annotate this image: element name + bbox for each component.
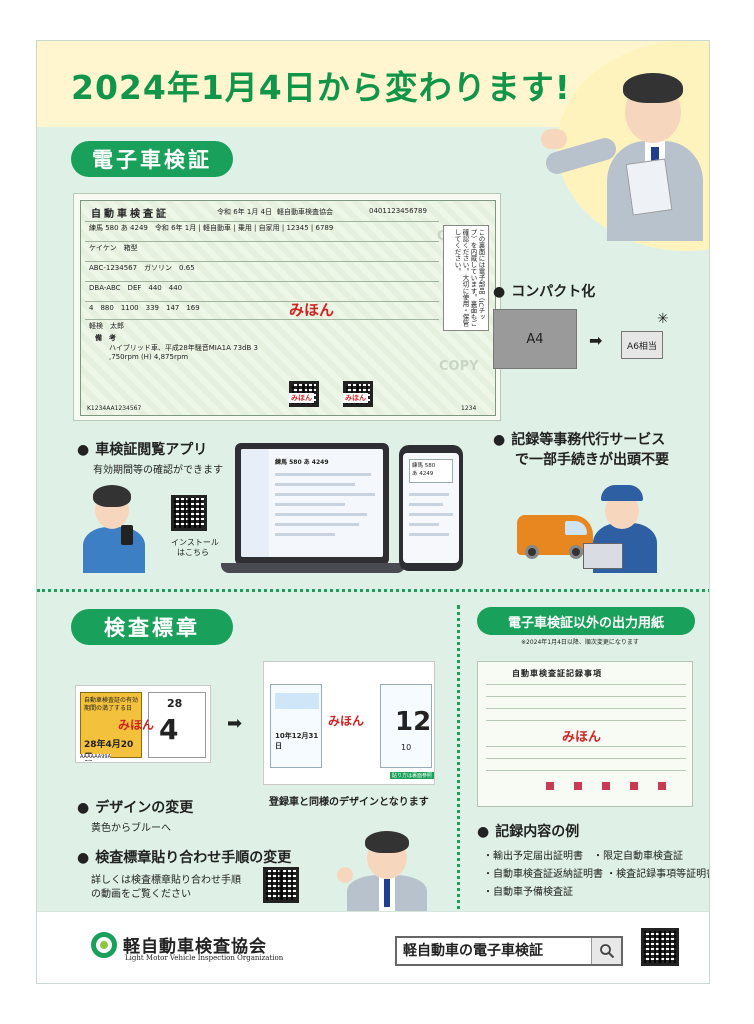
certificate-row: 軽検 太郎 xyxy=(85,319,439,332)
phone-illustration: 練馬 580 あ 4249 xyxy=(399,445,463,571)
certificate-row: DBA-ABC DEF 440 440 xyxy=(85,281,439,294)
a4-size-box: A4 xyxy=(493,309,577,369)
app-qr-code[interactable] xyxy=(171,495,207,531)
service-label: 記録等事務代行サービス xyxy=(493,429,665,449)
example-item: ・自動車検査証返納証明書 ・検査記録事項等証明書 xyxy=(483,869,710,880)
poster: 2024年1月4日から変わります! 電子車検証 自動車検査証 令和 6年 1月 … xyxy=(36,40,710,984)
install-label: はこちら xyxy=(177,548,209,557)
design-change-label: デザインの変更 xyxy=(77,797,193,817)
qr-sample-stamp: みほん xyxy=(289,393,314,403)
example-item: ・自動車予備検査証 xyxy=(483,887,573,898)
a6-size-box: A6相当 xyxy=(621,331,663,359)
sample-stamp: みほん xyxy=(562,730,602,745)
organization-name: 軽自動車検査協会 xyxy=(123,937,267,957)
footer: 軽自動車検査協会 Light Motor Vehicle Inspection … xyxy=(37,911,709,983)
procedure-sub: の動画をご覧ください xyxy=(91,889,191,900)
phone-screen: 練馬 580 あ 4249 xyxy=(403,453,459,563)
section-title-electronic-certificate: 電子車検証 xyxy=(71,141,233,177)
certificate-row: ABC-1234567 ガソリン 0.65 xyxy=(85,261,439,274)
notes-heading: 備 考 xyxy=(95,334,116,342)
van-illustration xyxy=(517,515,593,559)
certificate-row: 練馬 580 あ 4249 令和 6年 1月 | 軽自動車 | 乗用 | 自家用… xyxy=(85,221,439,234)
install-label: インストール xyxy=(171,538,219,547)
woman-illustration xyxy=(77,481,147,573)
certificate-back-note: この裏面には電子部品（ICチップ）を内蔵しています。裏面もご確認ください。大切に… xyxy=(443,225,489,331)
new-sticker-image: 10年12月31日 みほん 12 10 貼り方は裏面参照 xyxy=(263,661,435,785)
design-change-sub: 黄色からブルーへ xyxy=(91,823,171,834)
search-text[interactable]: 軽自動車の電子車検証 xyxy=(403,943,543,959)
new-sticker-number-card: 12 10 xyxy=(380,684,432,768)
organization-logo-icon xyxy=(91,932,117,958)
certificate-number: 0401123456789 xyxy=(369,207,427,215)
search-box[interactable]: 軽自動車の電子車検証 xyxy=(395,936,623,966)
organization-english-name: Light Motor Vehicle Inspection Organizat… xyxy=(125,954,284,962)
search-button[interactable] xyxy=(591,938,621,964)
compact-label: コンパクト化 xyxy=(493,281,595,301)
certificate-row: ケイケン 箱型 xyxy=(85,241,439,254)
certificate-row: 4 880 1100 339 147 169 xyxy=(85,301,439,314)
certificate-foot-number: 1234 xyxy=(461,405,477,412)
section-divider xyxy=(37,589,709,592)
app-sidebar xyxy=(241,449,269,557)
record-document-sample: 自動車検査証記録事項 みほん xyxy=(477,661,693,807)
procedure-change-label: 検査標章貼り合わせ手順の変更 xyxy=(77,847,291,867)
video-qr-code[interactable] xyxy=(263,867,299,903)
old-sticker-number: 28 4 xyxy=(148,692,206,758)
arrow-right-icon: ➡ xyxy=(589,331,603,350)
copy-watermark: COPY xyxy=(439,359,479,374)
app-label: 車検証閲覧アプリ xyxy=(77,439,207,459)
headline: 2024年1月4日から変わります! xyxy=(71,68,571,107)
examples-label: 記録内容の例 xyxy=(477,821,579,841)
certificate-body: 自動車検査証 令和 6年 1月 4日 軽自動車検査協会 040112345678… xyxy=(80,200,496,416)
app-sub: 有効期間等の確認ができます xyxy=(93,465,223,476)
website-qr-code[interactable] xyxy=(641,928,679,966)
presenter-illustration xyxy=(537,59,707,241)
section-divider-vertical xyxy=(457,605,460,923)
example-item: ・輸出予定届出証明書 ・限定自動車検査証 xyxy=(483,851,683,862)
app-screen: 練馬 580 あ 4249 xyxy=(241,449,383,557)
new-sticker-caption: 登録車と同様のデザインとなります xyxy=(269,797,429,808)
notes-line: ハイブリッド車、平成28年騒音MIA1A 73dB 3 xyxy=(109,344,258,352)
section-title-other-forms: 電子車検証以外の出力用紙 xyxy=(477,607,695,635)
certificate-title: 自動車検査証 xyxy=(91,209,169,220)
ok-man-illustration xyxy=(337,831,437,915)
sample-stamp: みほん xyxy=(328,714,365,728)
old-sticker-serial: AAAAAA99A xyxy=(80,754,112,760)
section-title-inspection-sticker: 検査標章 xyxy=(71,609,233,645)
arrow-right-icon: ➡ xyxy=(227,713,243,734)
old-sticker-image: 自動車検査証の有効期間の満了する日 28年4月20日 28 4 みほん AAAA… xyxy=(75,685,211,763)
certificate-date: 令和 6年 1月 4日 xyxy=(217,208,273,216)
worker-illustration xyxy=(583,481,659,573)
license-plate: 練馬 580 あ 4249 xyxy=(409,459,453,483)
laptop-illustration: 練馬 580 あ 4249 xyxy=(235,443,389,565)
notes-line: ,750rpm (H) 4,875rpm xyxy=(109,353,189,361)
sample-stamp: みほん xyxy=(289,301,335,319)
qr-sample-stamp: みほん xyxy=(343,393,368,403)
certificate-issuer: 軽自動車検査協会 xyxy=(277,208,333,216)
search-icon xyxy=(599,944,614,959)
service-label-line2: で一部手続きが出頭不要 xyxy=(515,452,669,468)
electronic-certificate-sample: 自動車検査証 令和 6年 1月 4日 軽自動車検査協会 040112345678… xyxy=(73,193,501,421)
old-sticker-yellow: 自動車検査証の有効期間の満了する日 28年4月20日 xyxy=(80,692,142,763)
app-header: 練馬 580 あ 4249 xyxy=(275,459,329,466)
sticker-footer-note: 貼り方は裏面参照 xyxy=(390,772,434,779)
laptop-base xyxy=(221,563,405,573)
record-document-title: 自動車検査証記録事項 xyxy=(512,669,602,678)
procedure-sub: 詳しくは検査標章貼り合わせ手順 xyxy=(91,875,241,886)
change-note: ※2024年1月4日以降、順次変更になります xyxy=(521,639,639,646)
new-sticker-date-card: 10年12月31日 xyxy=(270,684,322,768)
sparkle-icon: ✳ xyxy=(657,311,669,327)
certificate-serial: K1234AA1234567 xyxy=(87,405,142,412)
sample-stamp: みほん xyxy=(118,718,155,732)
